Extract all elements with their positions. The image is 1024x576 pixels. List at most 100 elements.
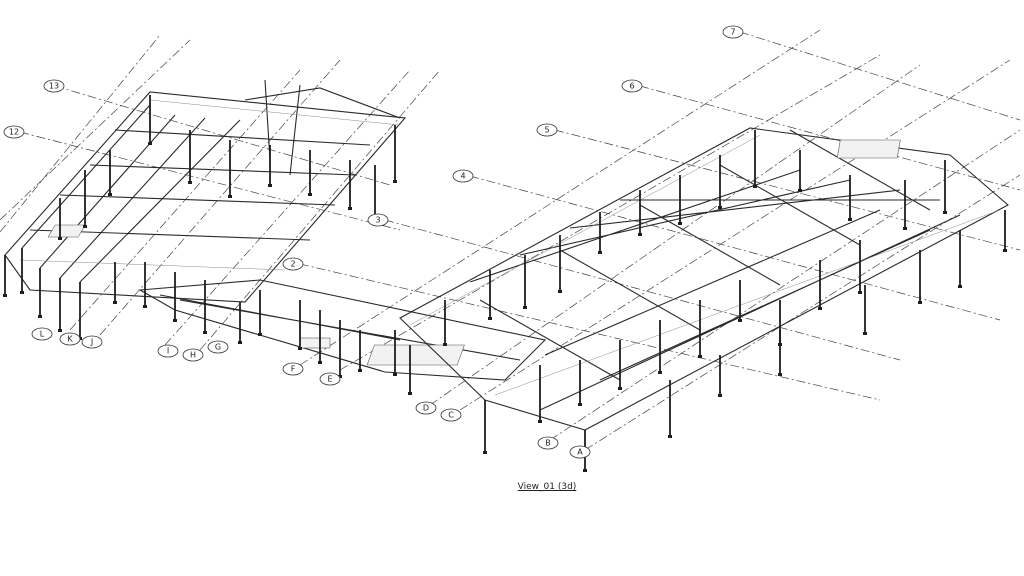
column-footing bbox=[718, 206, 722, 209]
grid-bubble-k: K bbox=[59, 332, 81, 346]
column-footing bbox=[238, 341, 242, 344]
column-footing bbox=[738, 319, 742, 322]
column-footing bbox=[668, 435, 672, 438]
column-footing bbox=[173, 319, 177, 322]
grid-bubble-outline bbox=[59, 332, 81, 346]
column-footing bbox=[308, 193, 312, 196]
grid-bubble-outline bbox=[3, 125, 25, 139]
grid-bubble-j: J bbox=[81, 335, 103, 349]
column-footing bbox=[558, 290, 562, 293]
grid-bubble-a: A bbox=[569, 445, 591, 459]
column-footing bbox=[523, 306, 527, 309]
grid-bubble-e: E bbox=[319, 372, 341, 386]
column-footing bbox=[638, 233, 642, 236]
grid-bubble-label: K bbox=[67, 335, 73, 344]
column-footing bbox=[83, 225, 87, 228]
grid-bubble-label: L bbox=[40, 330, 45, 339]
column-footing bbox=[538, 420, 542, 423]
column-footing bbox=[798, 189, 802, 192]
grid-bubble-outline bbox=[722, 25, 744, 39]
grid-bubble-outline bbox=[43, 79, 65, 93]
column-footing bbox=[348, 207, 352, 210]
grid-bubble-outline bbox=[452, 169, 474, 183]
grid-bubble-label: 3 bbox=[375, 216, 380, 225]
grid-bubble-outline bbox=[207, 340, 229, 354]
grid-bubble-4: 4 bbox=[452, 169, 474, 183]
column-footing bbox=[228, 195, 232, 198]
column-footing bbox=[718, 394, 722, 397]
grid-bubble-d: D bbox=[415, 401, 437, 415]
column-footing bbox=[753, 185, 757, 188]
column-footing bbox=[578, 403, 582, 406]
column-footing bbox=[903, 227, 907, 230]
column-footing bbox=[58, 329, 62, 332]
grid-lines bbox=[0, 29, 1021, 451]
column-footing bbox=[113, 301, 117, 304]
grid-bubble-label: 2 bbox=[290, 260, 295, 269]
column-footing bbox=[598, 251, 602, 254]
column-footing bbox=[848, 218, 852, 221]
grid-bubble-6: 6 bbox=[621, 79, 643, 93]
column-footing bbox=[258, 333, 262, 336]
grid-bubble-label: 13 bbox=[49, 82, 59, 91]
grid-bubble-label: E bbox=[327, 375, 332, 384]
column-footing bbox=[3, 294, 7, 297]
grid-bubble-label: F bbox=[291, 365, 296, 374]
grid-bubble-13: 13 bbox=[43, 79, 65, 93]
column-footing bbox=[358, 369, 362, 372]
column-footing bbox=[943, 211, 947, 214]
column-footing bbox=[958, 285, 962, 288]
column-footing bbox=[858, 291, 862, 294]
left-wing-frame bbox=[4, 79, 407, 303]
grid-bubble-l: L bbox=[31, 327, 53, 341]
column-footing bbox=[393, 373, 397, 376]
grid-bubble-outline bbox=[282, 362, 304, 376]
column-footing bbox=[483, 451, 487, 454]
grid-bubble-12: 12 bbox=[3, 125, 25, 139]
grid-bubble-c: C bbox=[440, 408, 462, 422]
right-wing-frame bbox=[399, 127, 1009, 431]
grid-bubble-outline bbox=[536, 123, 558, 137]
column-footing bbox=[268, 184, 272, 187]
grid-bubble-label: D bbox=[423, 404, 429, 413]
grid-bubble-outline bbox=[157, 344, 179, 358]
column-footing bbox=[20, 291, 24, 294]
grid-bubble-7: 7 bbox=[722, 25, 744, 39]
view-title: View_01 (3d) bbox=[517, 482, 577, 492]
grid-bubble-2: 2 bbox=[282, 257, 304, 271]
column-footing bbox=[298, 347, 302, 350]
grid-bubble-5: 5 bbox=[536, 123, 558, 137]
column-footing bbox=[698, 355, 702, 358]
column-footing bbox=[203, 331, 207, 334]
column-footing bbox=[338, 375, 342, 378]
column-footing bbox=[38, 315, 42, 318]
column-footing bbox=[58, 237, 62, 240]
grid-bubble-label: 6 bbox=[629, 82, 634, 91]
grid-bubble-label: 5 bbox=[544, 126, 549, 135]
grid-bubble-outline bbox=[31, 327, 53, 341]
grid-bubble-label: C bbox=[448, 411, 454, 420]
grid-bubble-label: 7 bbox=[730, 28, 735, 37]
column-footing bbox=[918, 301, 922, 304]
grid-bubble-h: H bbox=[182, 348, 204, 362]
column-footing bbox=[583, 469, 587, 472]
grid-bubble-label: H bbox=[190, 351, 196, 360]
grid-bubble-outline bbox=[537, 436, 559, 450]
grid-bubble-outline bbox=[415, 401, 437, 415]
column-footing bbox=[408, 392, 412, 395]
grid-bubble-outline bbox=[621, 79, 643, 93]
corridor-frame bbox=[138, 279, 547, 381]
grid-bubble-label: I bbox=[167, 347, 169, 356]
grid-bubble-label: 4 bbox=[460, 172, 465, 181]
column-footing bbox=[188, 181, 192, 184]
column-footing bbox=[108, 193, 112, 196]
grid-bubble-outline bbox=[367, 213, 389, 227]
grid-bubble-g: G bbox=[207, 340, 229, 354]
column-footing bbox=[393, 180, 397, 183]
column-footing bbox=[778, 373, 782, 376]
grid-bubble-i: I bbox=[157, 344, 179, 358]
grid-bubble-outline bbox=[319, 372, 341, 386]
column-footing bbox=[318, 361, 322, 364]
